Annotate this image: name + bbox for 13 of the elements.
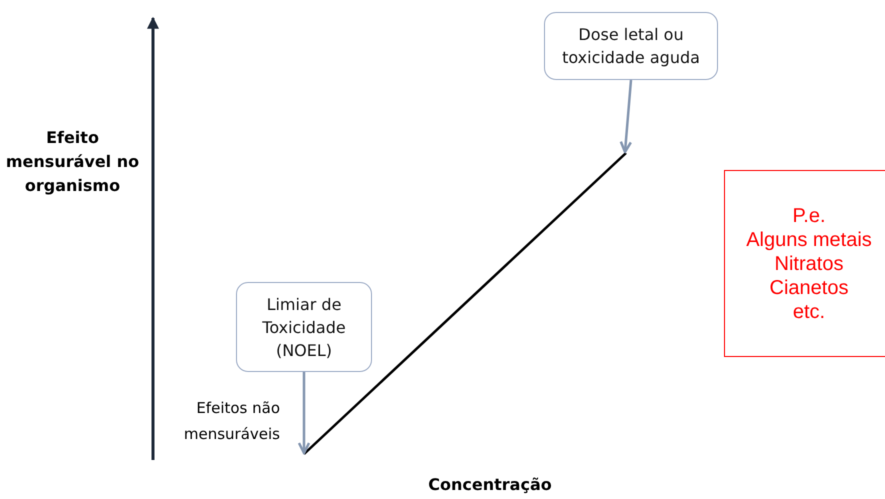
example-box [724, 170, 885, 357]
example-text: Alguns metais [746, 228, 872, 252]
leader-arrow [298, 372, 310, 454]
region-note: Efeitos não mensuráveis [182, 398, 280, 445]
example-text: Cianetos [770, 276, 848, 300]
example-text: P.e. [792, 204, 826, 228]
x-axis-title: Concentração [427, 475, 553, 494]
callout-box: Limiar de Toxicidade (NOEL) [236, 282, 372, 372]
example-text: etc. [792, 300, 826, 324]
example-text: Nitratos [774, 252, 844, 276]
callout-box: Dose letal ou toxicidade aguda [544, 12, 718, 80]
leader-arrow [620, 80, 632, 154]
y-axis-title: Efeito mensurável no organismo [5, 127, 140, 197]
